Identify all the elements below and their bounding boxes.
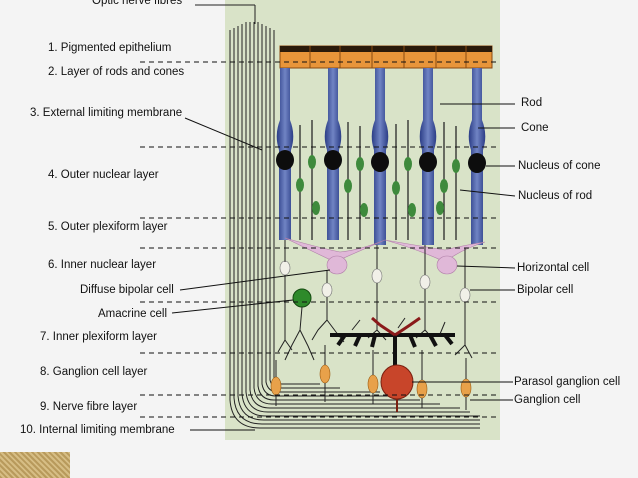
retina-panel [225,0,500,440]
cone-nuclei [276,150,486,173]
label-ganglion-cell-layer: 8. Ganglion cell layer [40,366,148,378]
label-parasol-ganglion-cell: Parasol ganglion cell [514,376,621,388]
label-nerve-fibre-layer: 9. Nerve fibre layer [40,401,138,413]
label-external-limiting-membrane: 3. External limiting membrane [30,107,183,119]
ganglion-axons [275,345,467,410]
label-bipolar-cell: Bipolar cell [517,284,574,296]
label-rod: Rod [521,97,543,109]
rods [294,68,466,126]
label-outer-plexiform-layer: 5. Outer plexiform layer [48,221,168,233]
bipolar-cells [279,240,471,345]
label-nucleus-of-rod: Nucleus of rod [518,190,593,202]
slide-texture-swatch [0,452,70,478]
label-diffuse-bipolar-cell: Diffuse bipolar cell [80,284,174,296]
horizontal-cells [284,237,486,275]
left-leader-lines [171,117,331,431]
label-amacrine-cell: Amacrine cell [98,308,168,320]
label-outer-nuclear-layer: 4. Outer nuclear layer [48,169,159,181]
right-leader-lines [412,103,516,401]
label-horizontal-cell: Horizontal cell [517,262,590,274]
label-rods-and-cones-layer: 2. Layer of rods and cones [48,66,185,78]
label-pigmented-epithelium: 1. Pigmented epithelium [48,42,172,54]
parasol-ganglion-cell [330,316,455,412]
label-inner-nuclear-layer: 6. Inner nuclear layer [48,259,157,271]
optic-nerve-fibres-label: Optic nerve fibres [92,0,183,7]
rod-nuclei [296,155,460,217]
label-cone: Cone [521,122,549,134]
label-internal-limiting-membrane: 10. Internal limiting membrane [20,424,175,436]
label-nucleus-of-cone: Nucleus of cone [518,160,601,172]
label-inner-plexiform-layer: 7. Inner plexiform layer [40,331,157,343]
pigmented-epithelium [279,45,493,69]
layer-boundary-lines [140,61,500,418]
label-ganglion-cell: Ganglion cell [514,394,581,406]
